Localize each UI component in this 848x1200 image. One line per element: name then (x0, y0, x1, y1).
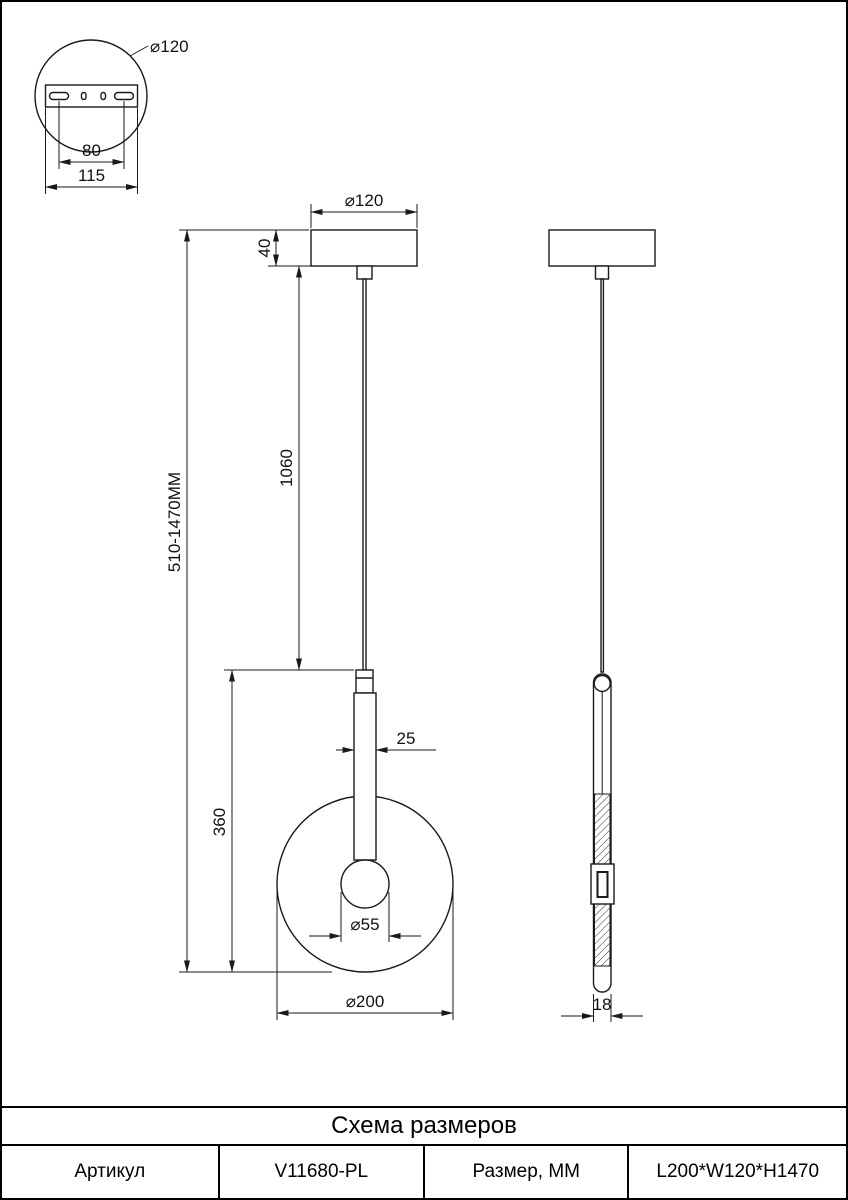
dim-canopy-height: 40 (255, 239, 274, 258)
article-value-cell: V11680-PL (217, 1146, 423, 1198)
led-module-inner (596, 871, 609, 898)
stem-tube (353, 692, 377, 861)
canopy-neck-side (594, 265, 610, 280)
title-block: Артикул V11680-PL Размер, ММ L200*W120*H… (2, 1144, 846, 1198)
suspension-cord-side (600, 278, 605, 673)
front-view: ⌀120 40 1060 510-1470MM 360 25 (165, 191, 454, 1020)
size-label-cell: Размер, ММ (423, 1146, 627, 1198)
suspension-cord-front (362, 278, 367, 671)
canopy-side (548, 229, 656, 267)
mount-slot-right (113, 91, 135, 101)
mount-plate-outline (34, 39, 148, 153)
mount-hole-left (80, 91, 87, 101)
article-label-cell: Артикул (74, 1161, 146, 1182)
glass-hatch-lower (594, 903, 611, 967)
cord-holder-front (355, 669, 374, 694)
mount-hole-right (100, 91, 107, 101)
side-view: 18 (548, 229, 656, 1022)
dim-disc-diameter: ⌀200 (346, 992, 385, 1011)
dim-hub-diameter: ⌀55 (350, 915, 379, 934)
dim-mount-hole-spacing: 80 (82, 141, 101, 160)
hub-circle (340, 859, 390, 909)
size-value-cell: L200*W120*H1470 (627, 1146, 846, 1198)
dim-mount-diameter: ⌀120 (150, 37, 189, 56)
dim-mount-width: 115 (78, 166, 105, 185)
canopy-neck-front (356, 265, 373, 280)
mount-bracket (44, 84, 139, 108)
dim-lower-section: 360 (210, 808, 229, 836)
glass-hatch-upper (594, 793, 611, 865)
dim-stem-width: 25 (397, 729, 416, 748)
dim-body-thickness: 18 (593, 995, 612, 1014)
body-top-ring (593, 674, 611, 693)
mount-slot-left (48, 91, 70, 101)
dim-suspension-range: 510-1470MM (165, 472, 184, 572)
canopy-front (310, 229, 418, 267)
top-view: ⌀120 80 115 (34, 37, 189, 194)
dim-cord-length: 1060 (277, 449, 296, 487)
sheet-title: Схема размеров (2, 1106, 846, 1144)
dimension-drawing: ⌀120 80 115 ⌀120 (34, 37, 656, 1022)
dim-canopy-diameter: ⌀120 (345, 191, 384, 210)
